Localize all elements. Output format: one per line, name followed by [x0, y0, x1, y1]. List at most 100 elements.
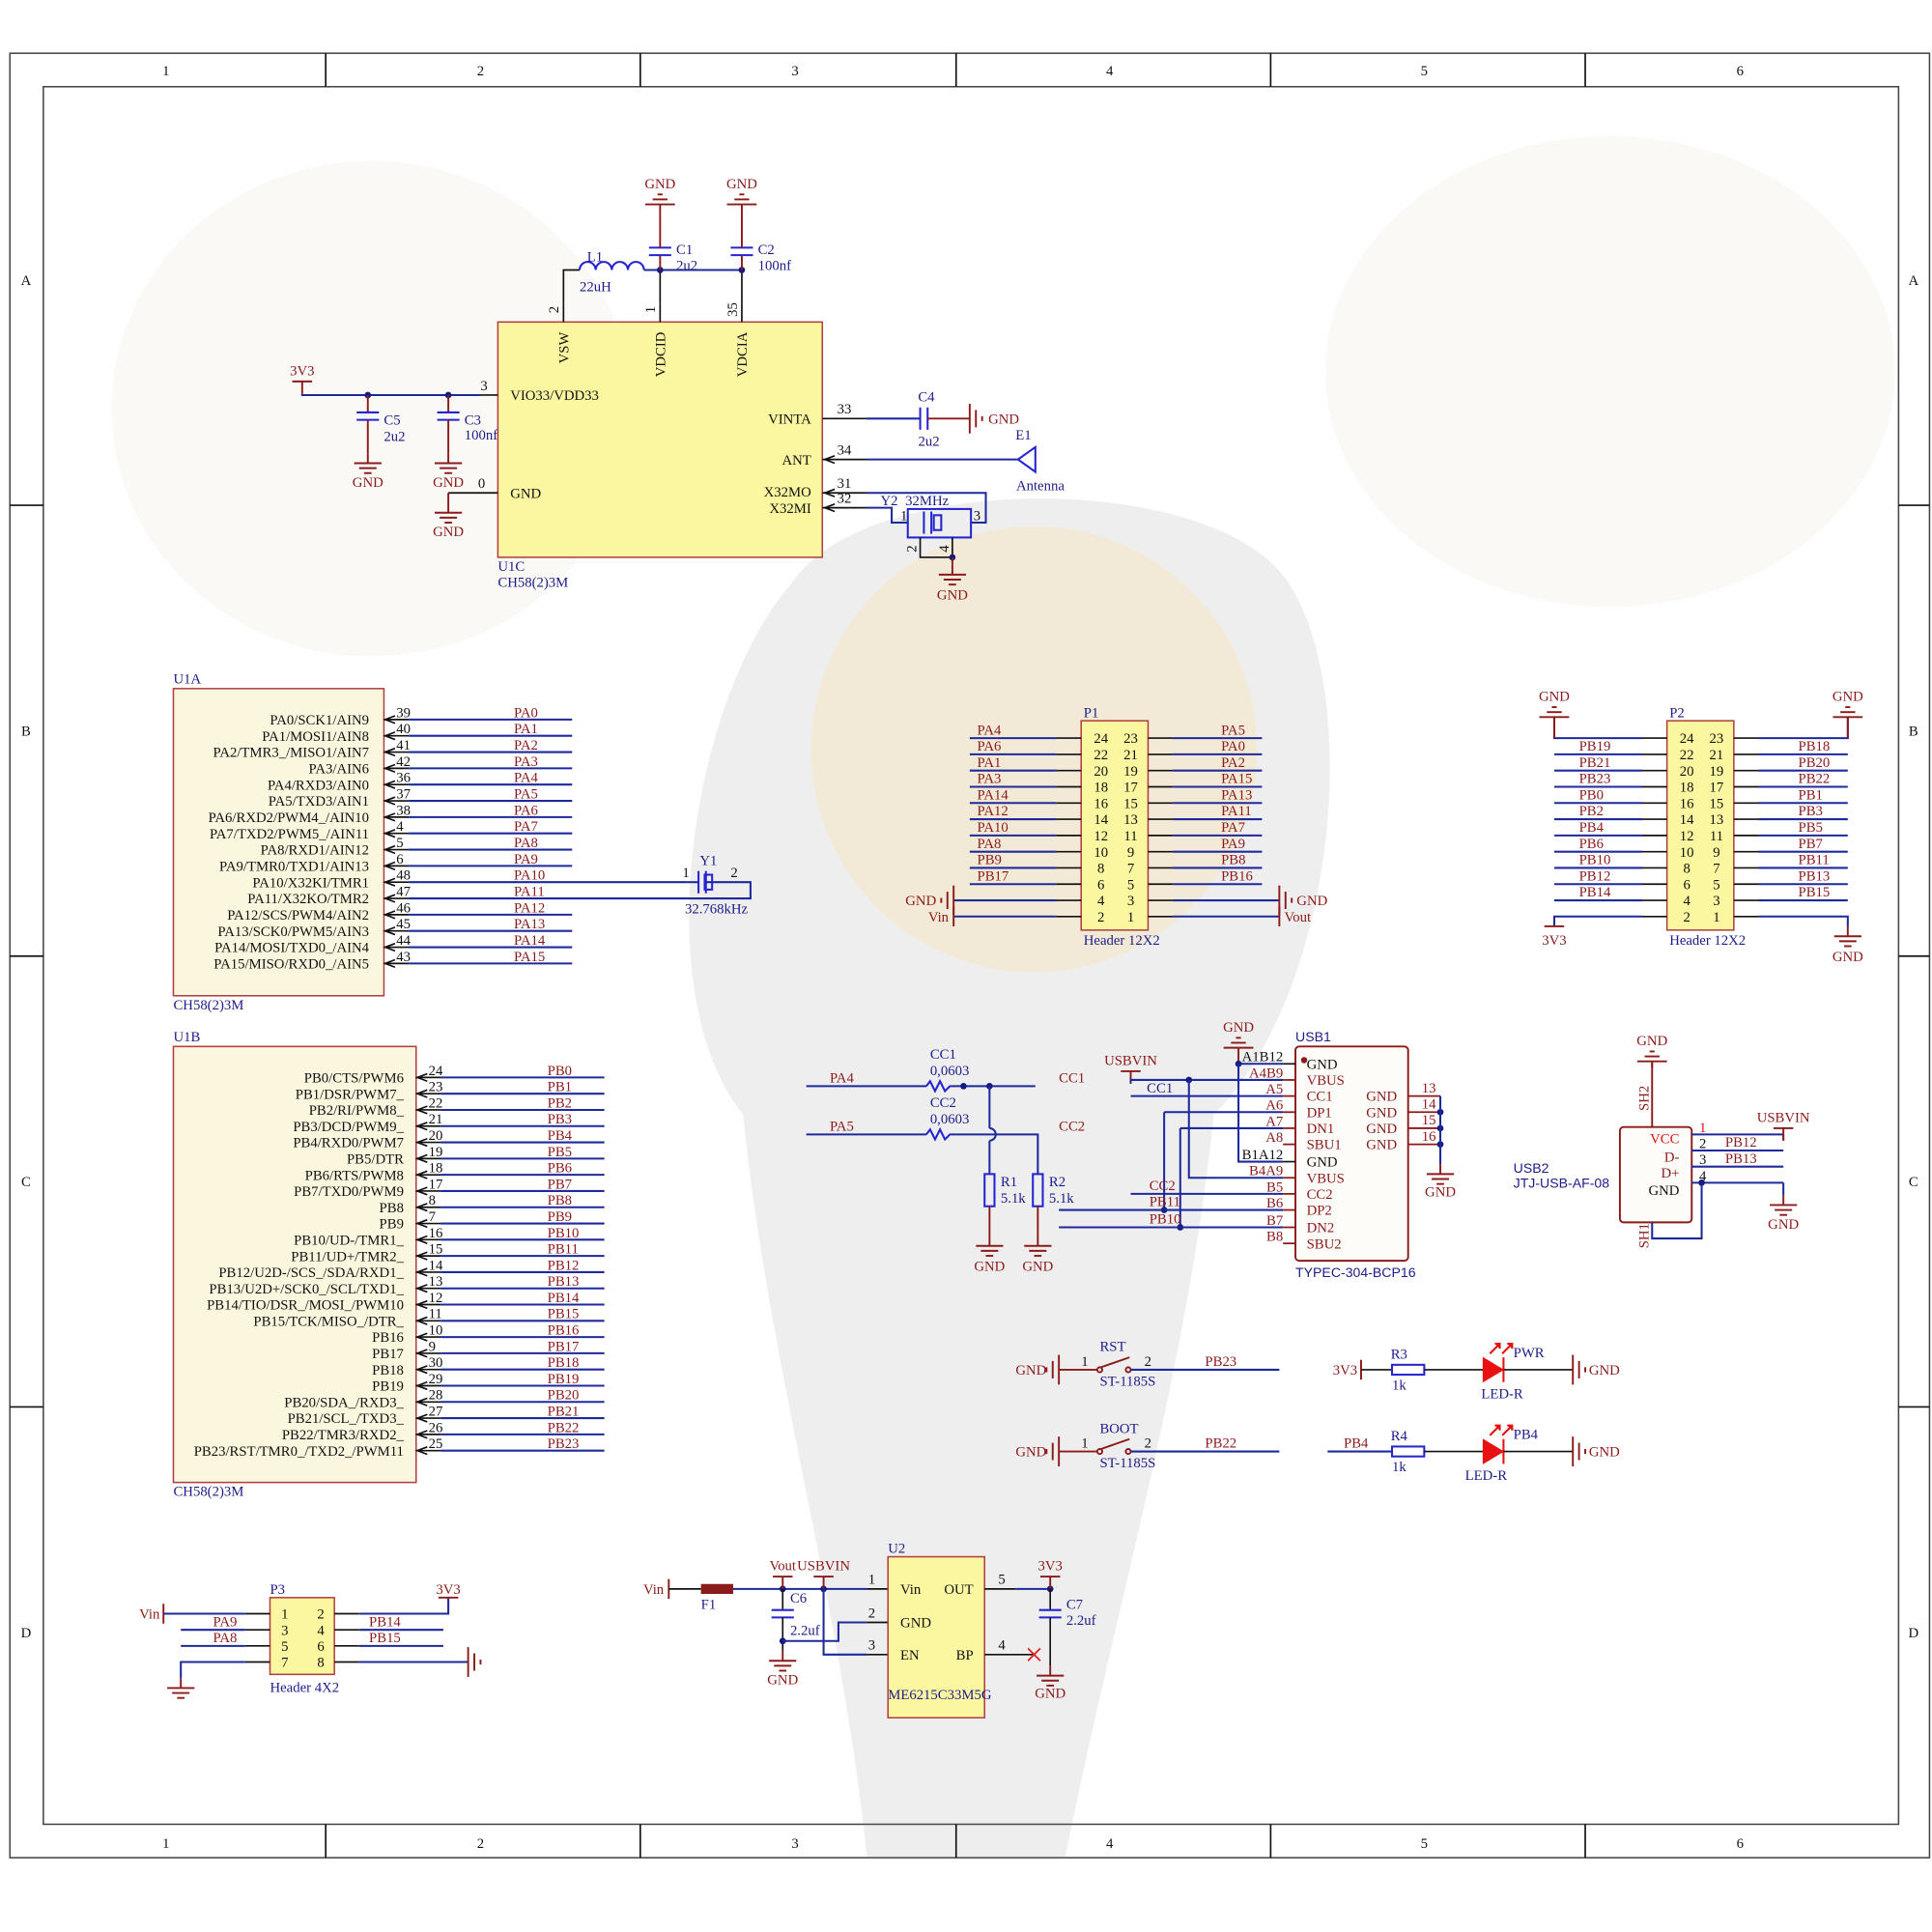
column-label: 2	[477, 64, 484, 79]
switch-ref: BOOT	[1099, 1421, 1138, 1436]
p1-part: Header 12X2	[1084, 933, 1160, 949]
ground-label: GND	[433, 525, 464, 540]
pin-number: 1	[1127, 910, 1134, 925]
pin-number: 23	[1710, 731, 1724, 747]
ground-symbol-icon	[467, 1647, 482, 1677]
ground-label: GND	[1223, 1020, 1254, 1036]
pin-number: 39	[396, 705, 411, 721]
pin-name: DP2	[1307, 1204, 1332, 1219]
net-label: CC1	[1147, 1081, 1173, 1096]
ground-label: GND	[1022, 1259, 1053, 1274]
pin-number: 2	[317, 1607, 324, 1623]
column-label: 4	[1106, 1836, 1114, 1852]
c6-value: 2.2uf	[790, 1623, 820, 1638]
l1-ref: L1	[587, 250, 603, 266]
pin-name: PA8/RXD1/AIN12	[261, 843, 369, 859]
row-label: B	[21, 724, 31, 740]
pin-number: 15	[429, 1242, 443, 1258]
usb1-part: TYPEC-304-BCP16	[1295, 1264, 1416, 1280]
wire	[687, 881, 752, 900]
u1a-chip[interactable]	[172, 688, 385, 997]
row-label: B	[1909, 724, 1918, 740]
ground-label: GND	[433, 475, 464, 491]
u1a-part: CH58(2)3M	[173, 998, 243, 1013]
ground-symbol-icon	[1636, 1050, 1667, 1068]
net-label: PA9	[514, 852, 538, 867]
pin-number: 6	[1097, 877, 1104, 893]
pin-number: 14	[429, 1258, 443, 1273]
usb2-ref: USB2	[1514, 1160, 1549, 1176]
row-label: C	[1909, 1175, 1918, 1190]
pin-number: 27	[429, 1405, 443, 1420]
pin-name: PB13/U2D+/SCK0_/SCL/TXD1_	[209, 1282, 404, 1297]
led-part: LED-R	[1481, 1386, 1523, 1402]
pin-name: PA1/MOSI1/AIN8	[262, 729, 369, 745]
pin-number: 5	[998, 1573, 1005, 1588]
pin-number: 8	[1097, 862, 1104, 877]
pin-number: 3	[281, 1623, 288, 1638]
pin-number: 33	[838, 402, 852, 417]
usb1-connector[interactable]	[1294, 1045, 1409, 1263]
pin-name: GND	[1649, 1183, 1680, 1199]
net-label: PB2	[1579, 804, 1604, 819]
net-label: PB10	[1579, 853, 1611, 868]
pin1-marker-icon	[1300, 1057, 1308, 1064]
pin-number: 4	[396, 819, 404, 835]
ground-symbol-icon	[1572, 1354, 1586, 1385]
pin-name: PA3/AIN6	[309, 762, 370, 778]
pin-name: VIO33/VDD33	[510, 388, 599, 404]
net-label: PA8	[514, 836, 538, 851]
u2-regulator[interactable]	[887, 1555, 985, 1719]
pin-number: 30	[429, 1355, 443, 1371]
column-label: 2	[477, 1836, 484, 1852]
l1-value: 22uH	[580, 279, 611, 295]
pin-pad: B4A9	[1249, 1164, 1283, 1179]
net-label: PA6	[978, 739, 1002, 754]
pin-number: 5	[396, 836, 403, 851]
c3-ref: C3	[465, 413, 481, 429]
p1-header[interactable]	[1080, 720, 1150, 931]
usb2-connector[interactable]	[1618, 1125, 1693, 1224]
cc1-ref: CC1	[930, 1047, 956, 1063]
power-port-label: 3V3	[290, 363, 314, 379]
pin-number: 2	[868, 1605, 875, 1621]
pin-number: 2	[1145, 1436, 1151, 1452]
wire	[300, 393, 481, 397]
u1c-chip[interactable]	[497, 321, 824, 558]
pin-number: 1	[1713, 910, 1719, 925]
pin-pad: B6	[1266, 1196, 1283, 1211]
pin-name: PB20/SDA_/RXD3_	[284, 1395, 404, 1410]
pin-number: 10	[429, 1323, 443, 1339]
u1b-chip[interactable]	[172, 1045, 417, 1484]
led-icon	[1482, 1356, 1505, 1383]
pin-number: 1	[1699, 1121, 1706, 1136]
power-port-label: 3V3	[1037, 1559, 1062, 1575]
p2-header[interactable]	[1665, 720, 1735, 931]
crystal-icon	[906, 507, 973, 539]
wire	[1651, 1182, 1703, 1240]
power-port-label: Vin	[139, 1607, 160, 1623]
p3-header[interactable]	[269, 1597, 335, 1676]
ground-symbol-icon	[1024, 1236, 1052, 1257]
pin-number: 34	[838, 443, 852, 459]
pin-number: 1	[1081, 1354, 1088, 1370]
net-label: PB18	[1799, 739, 1831, 754]
pin-pad: A7	[1265, 1114, 1283, 1129]
ground-label: GND	[1589, 1363, 1620, 1378]
net-label: PA9	[213, 1614, 238, 1630]
led-icon	[1482, 1438, 1505, 1464]
pin-number: 31	[838, 476, 852, 492]
pin-name: PB23/RST/TMR0_/TXD2_/PWM11	[194, 1444, 404, 1460]
pin-name: D-	[1664, 1151, 1680, 1166]
pin-number: 20	[1094, 764, 1108, 780]
ground-symbol-icon	[769, 1650, 797, 1672]
pin-name: EN	[900, 1648, 920, 1663]
net-label: CC2	[1150, 1179, 1176, 1194]
c6-ref: C6	[790, 1591, 807, 1606]
u1c-part: CH58(2)3M	[497, 576, 568, 591]
net-label: PB16	[548, 1323, 580, 1339]
net-label: PB12	[1579, 868, 1611, 884]
net-label: PB15	[548, 1307, 580, 1322]
pin-pad: A8	[1265, 1130, 1283, 1146]
pin-name: PA10/X32KI/TMR1	[252, 875, 369, 891]
